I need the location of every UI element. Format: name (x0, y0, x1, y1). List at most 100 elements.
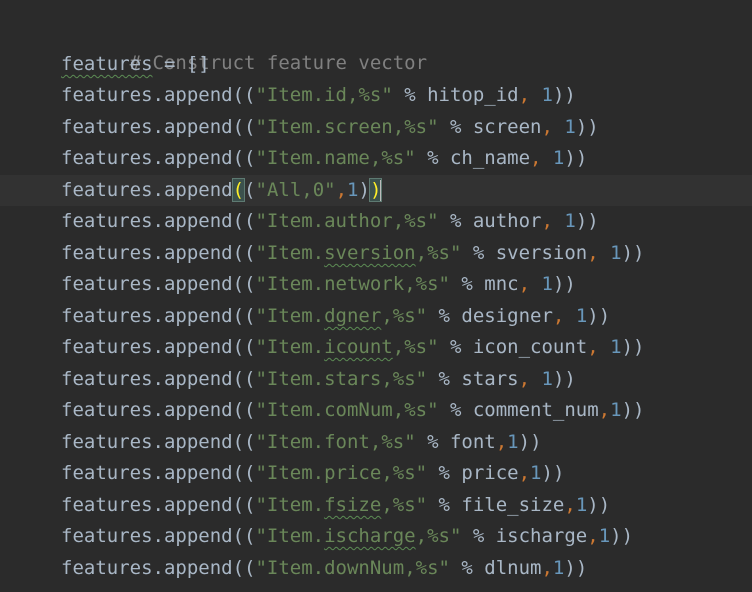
string-key-typo: icount (324, 336, 393, 358)
number-token: 1 (598, 525, 611, 547)
matched-close-paren: ) (368, 178, 383, 202)
code-line[interactable]: features.append(("Item.comNum,%s" % comm… (0, 395, 752, 426)
string-key: price (324, 462, 382, 484)
code-line[interactable]: features.append(("Item.name,%s" % ch_nam… (0, 143, 752, 174)
call-token: features.append(( (61, 242, 256, 264)
string-part: ,%s" (392, 210, 439, 232)
string-key-typo: sversion (324, 242, 416, 264)
string-part: "Item. (255, 431, 325, 453)
number-token: 1 (610, 336, 622, 358)
paren-token: ( (244, 179, 256, 201)
arg-token: % dlnum (449, 557, 542, 579)
string-token: "Item.author,%s" (255, 210, 438, 232)
code-line[interactable]: features.append(("Item.stars,%s" % stars… (0, 364, 752, 395)
string-part: ,%s" (415, 242, 462, 264)
paren-token: ) (358, 179, 370, 201)
paren-token: )) (552, 84, 576, 106)
comma-token: , (587, 336, 611, 358)
string-part: "Item. (255, 368, 325, 390)
string-key: author (324, 210, 393, 232)
paren-token: )) (621, 399, 645, 421)
string-part: "Item. (255, 210, 325, 232)
paren-token: )) (564, 147, 588, 169)
operator-token: = (152, 53, 187, 75)
arg-token: % price (427, 462, 519, 484)
comma-token: , (518, 462, 531, 484)
comment-token: # Construct feature vector (129, 52, 428, 74)
string-token: "Item.icount,%s" (255, 336, 438, 358)
comma-token: , (587, 242, 611, 264)
call-token: features.append(( (61, 368, 256, 390)
code-line[interactable]: features.append(("Item.downNum,%s" % dln… (0, 553, 752, 584)
comma-token: , (335, 179, 348, 201)
paren-token: )) (575, 210, 599, 232)
code-line[interactable]: features.append(("Item.price,%s" % price… (0, 458, 752, 489)
code-text: features.append(("All,0",1)) (61, 175, 383, 206)
string-part: ,%s" (404, 273, 450, 295)
string-key: name (324, 147, 370, 169)
paren-token: )) (610, 525, 634, 547)
string-key-typo: fsize (324, 494, 382, 516)
string-key: font (324, 431, 370, 453)
string-part: "Item. (255, 147, 325, 169)
string-key-typo: dgner (324, 305, 382, 327)
comma-token: , (541, 116, 565, 138)
code-line-init[interactable]: features = [] (0, 49, 752, 80)
call-token: features.append(( (61, 525, 256, 547)
string-key: network (324, 273, 405, 295)
code-line-current[interactable]: features.append(("All,0",1)) (0, 175, 752, 206)
code-line[interactable]: features.append(("Item.network,%s" % mnc… (0, 269, 752, 300)
number-token: 1 (552, 147, 565, 169)
number-token: 1 (347, 179, 359, 201)
number-token: 1 (575, 494, 588, 516)
paren-token: )) (575, 116, 599, 138)
call-token: features.append(( (61, 494, 256, 516)
code-line[interactable]: features.append(("Item.sversion,%s" % sv… (0, 238, 752, 269)
paren-token: )) (518, 431, 542, 453)
code-line[interactable]: features.append(("Item.icount,%s" % icon… (0, 332, 752, 363)
call-token: features.append(( (61, 147, 256, 169)
code-line[interactable]: features.append(("Item.fsize,%s" % file_… (0, 490, 752, 521)
string-part: "Item. (255, 84, 325, 106)
paren-token: )) (621, 242, 645, 264)
code-text: features.append(("Item.screen,%s" % scre… (61, 112, 599, 143)
code-line-comment[interactable]: # Construct feature vector (0, 17, 752, 74)
string-part: ,%s" (381, 305, 428, 327)
paren-token: )) (564, 557, 588, 579)
paren-token: )) (552, 368, 576, 390)
variable-token: features (61, 53, 153, 75)
paren-token: )) (621, 336, 645, 358)
code-line[interactable]: features.append(("Item.screen,%s" % scre… (0, 112, 752, 143)
string-part: "Item. (255, 557, 325, 579)
comma-token: , (518, 84, 542, 106)
code-line[interactable]: features.append(("Item.font,%s" % font,1… (0, 427, 752, 458)
comma-token: , (552, 305, 576, 327)
string-part: ,%s" (347, 84, 393, 106)
string-token: "Item.downNum,%s" (255, 557, 449, 579)
code-text: features.append(("Item.sversion,%s" % sv… (61, 238, 644, 269)
call-token: features.append(( (61, 462, 256, 484)
code-line[interactable]: features.append(("Item.dgner,%s" % desig… (0, 301, 752, 332)
paren-token: )) (587, 494, 611, 516)
string-part: ,%s" (369, 147, 416, 169)
code-line[interactable]: features.append(("Item.id,%s" % hitop_id… (0, 80, 752, 111)
code-text: features.append(("Item.icount,%s" % icon… (61, 332, 644, 363)
editor-gutter (0, 0, 14, 592)
string-token: "Item.price,%s" (255, 462, 427, 484)
string-token: "Item.ischarge,%s" (255, 525, 461, 547)
string-part: ,%s" (392, 116, 439, 138)
paren-token: )) (541, 462, 565, 484)
string-part: ,%s" (392, 399, 439, 421)
arg-token: % icon_count (438, 336, 588, 358)
string-key: stars (324, 368, 382, 390)
arg-token: % screen (438, 116, 542, 138)
code-line[interactable]: features.append(("Item.ischarge,%s" % is… (0, 521, 752, 552)
string-part: "Item. (255, 399, 325, 421)
call-token: features.append(( (61, 557, 256, 579)
code-text: features.append(("Item.name,%s" % ch_nam… (61, 143, 587, 174)
call-token: features.append(( (61, 84, 256, 106)
code-line[interactable]: features.append(("Item.author,%s" % auth… (0, 206, 752, 237)
string-part: ,%s" (381, 494, 428, 516)
string-part: "Item. (255, 242, 325, 264)
